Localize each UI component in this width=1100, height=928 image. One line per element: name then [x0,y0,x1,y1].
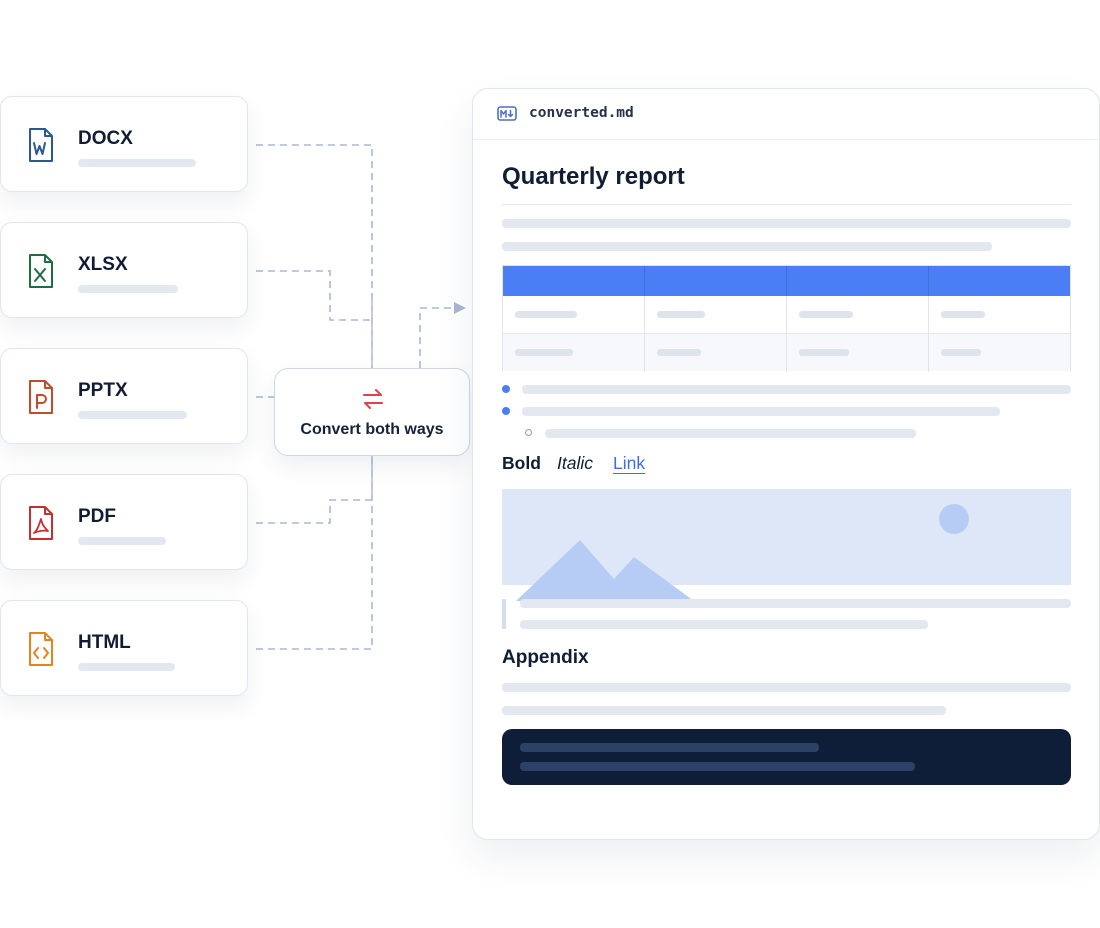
format-name: PPTX [78,380,128,401]
title-divider [502,204,1071,205]
document-filename: converted.md [529,105,634,121]
xlsx-file-icon [29,254,53,288]
pptx-file-icon [29,380,53,414]
connector-output [419,307,452,368]
bullet-point [502,407,510,415]
html-file-icon [29,632,53,666]
image-placeholder [502,489,1071,601]
markdown-document-panel: converted.md Quarterly report Bol [472,88,1100,840]
format-card-xlsx[interactable]: XLSX [0,222,248,318]
list-item-line [522,407,1000,416]
connector-html [256,456,373,650]
format-name: DOCX [78,128,133,149]
italic-text-sample: Italic [557,453,593,473]
blockquote-line [520,599,1071,608]
format-description-placeholder [78,411,187,419]
connector-xlsx [256,270,372,321]
connector-docx [256,144,373,368]
format-description-placeholder [78,285,178,293]
paragraph-line [502,706,946,715]
paragraph-line [502,219,1071,228]
format-card-html[interactable]: HTML [0,600,248,696]
bullet-point [502,385,510,393]
document-title: Quarterly report [502,163,685,190]
appendix-heading: Appendix [502,647,589,668]
table-header-row [503,266,1070,296]
image-landscape-icon [502,489,1071,601]
format-card-docx[interactable]: DOCX [0,96,248,192]
convert-both-ways-node[interactable]: Convert both ways [274,368,470,456]
swap-arrows-icon [363,389,383,409]
list-item-line [522,385,1071,394]
connector-pdf [256,499,372,524]
format-card-pdf[interactable]: PDF [0,474,248,570]
format-card-pptx[interactable]: PPTX [0,348,248,444]
format-name: XLSX [78,254,128,275]
format-name: PDF [78,506,116,527]
document-header: converted.md [473,89,1099,140]
blockquote-line [520,620,928,629]
sub-bullet-point [525,429,532,436]
convert-label: Convert both ways [300,421,444,438]
document-table [502,265,1071,372]
docx-file-icon [29,128,53,162]
pdf-file-icon [29,506,53,540]
connector-arrowhead [454,302,466,314]
list-item-line [545,429,916,438]
code-line [520,762,915,771]
code-block [502,729,1071,785]
format-description-placeholder [78,159,196,167]
format-description-placeholder [78,663,175,671]
code-line [520,743,819,752]
paragraph-line [502,242,992,251]
link-text-sample[interactable]: Link [613,453,646,473]
format-description-placeholder [78,537,166,545]
blockquote-bar [502,599,506,629]
markdown-icon [497,106,517,121]
paragraph-line [502,683,1071,692]
format-name: HTML [78,632,131,653]
bold-text-sample: Bold [502,453,541,473]
